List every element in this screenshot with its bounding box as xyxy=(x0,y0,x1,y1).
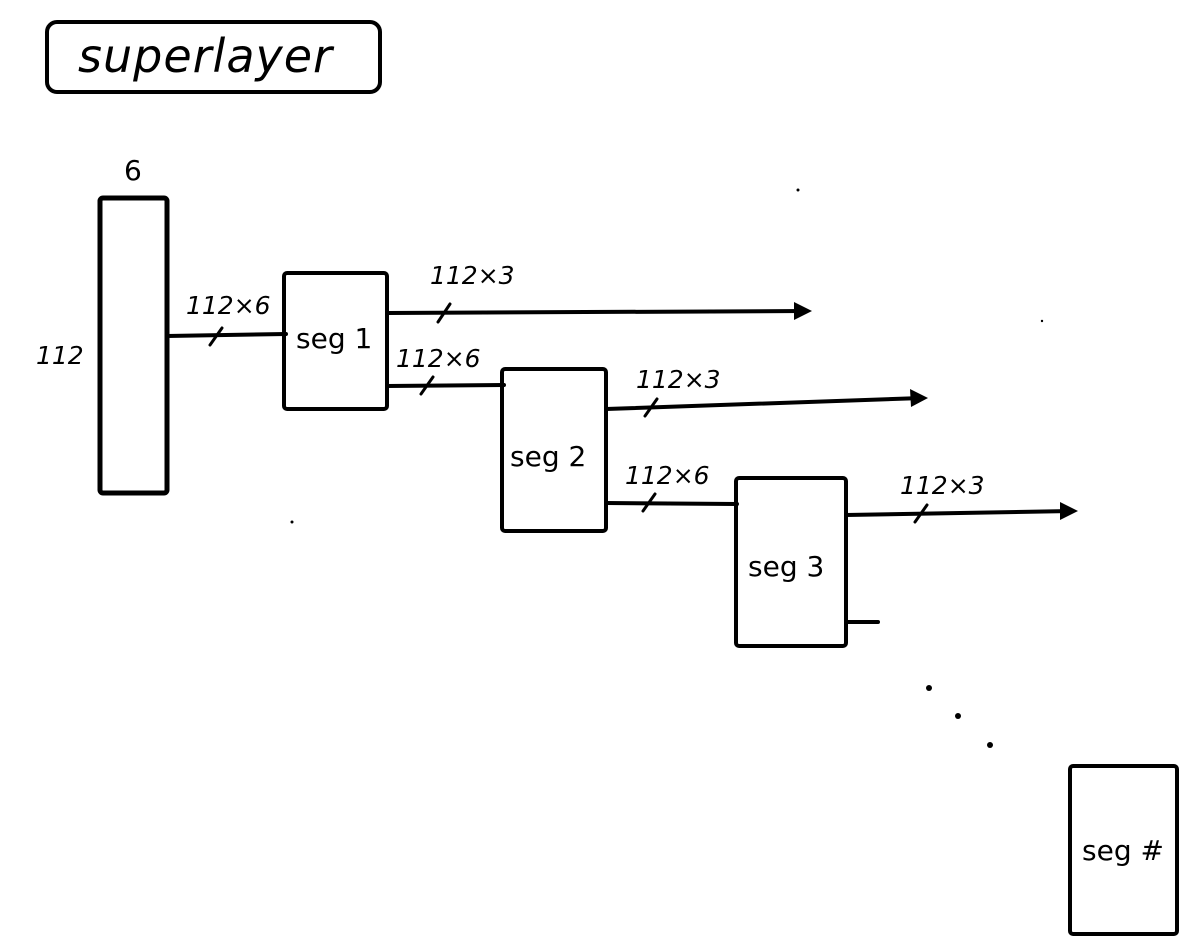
seg1-output-arrow: 112×3 xyxy=(385,261,812,324)
seg1-input-label: 112×6 xyxy=(186,291,271,320)
arrowhead-icon xyxy=(910,389,928,407)
segment-label-last: seg # xyxy=(1082,834,1164,867)
segment-label-1: seg 1 xyxy=(296,322,372,355)
segment-box-last: seg # xyxy=(1068,764,1179,936)
input-height-label: 112 xyxy=(36,341,84,370)
seg2-input-label: 112×6 xyxy=(396,344,481,373)
arrowhead-icon xyxy=(1060,502,1078,520)
input-to-seg1-connection: 112×6 xyxy=(165,291,288,347)
input-block: 6 112 xyxy=(36,154,170,496)
continuation-ellipsis xyxy=(926,685,993,748)
seg2-output-label: 112×3 xyxy=(636,365,721,394)
seg1-to-seg2-connection: 112×6 xyxy=(385,344,506,396)
segment-box-3: seg 3 xyxy=(734,476,880,648)
seg1-output-label: 112×3 xyxy=(430,261,515,290)
arrowhead-icon xyxy=(794,302,812,320)
title-box: superlayer xyxy=(45,20,382,94)
segment-label-2: seg 2 xyxy=(510,440,586,473)
input-width-label: 6 xyxy=(124,154,142,187)
seg3-output-label: 112×3 xyxy=(900,471,985,500)
seg2-output-arrow: 112×3 xyxy=(604,365,928,418)
segment-box-1: seg 1 xyxy=(282,271,389,411)
seg3-input-label: 112×6 xyxy=(625,461,710,490)
segment-box-2: seg 2 xyxy=(500,367,608,533)
seg2-to-seg3-connection: 112×6 xyxy=(604,461,739,513)
seg3-output-arrow: 112×3 xyxy=(844,471,1078,524)
stray-specks xyxy=(290,188,1044,524)
segment-label-3: seg 3 xyxy=(748,550,824,583)
title-text: superlayer xyxy=(78,29,335,83)
